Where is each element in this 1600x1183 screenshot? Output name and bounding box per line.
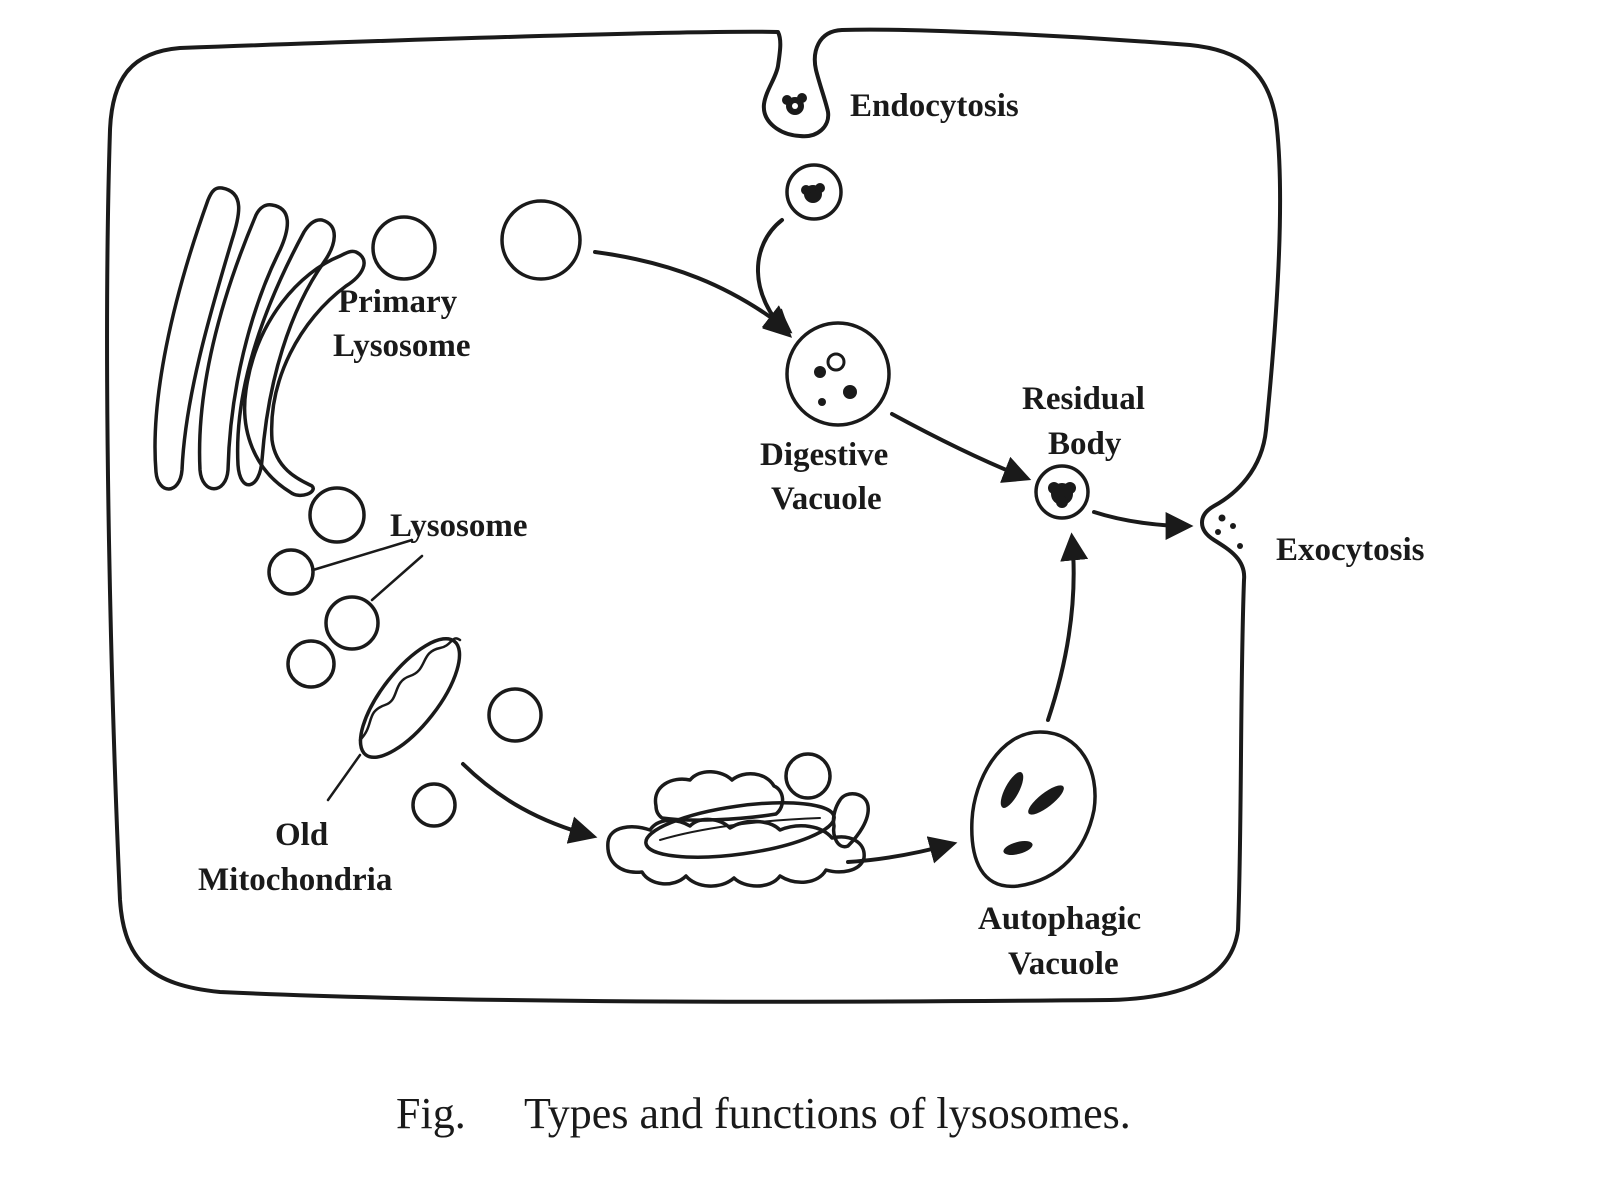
mitochondria-leader-line: [326, 753, 362, 802]
label-old-mitochondria-line1: Old: [275, 817, 328, 853]
mitochondrion-fusion-cluster: [606, 752, 870, 888]
primary-lysosome-vesicle: [371, 215, 437, 281]
autophagic-vacuole: [970, 730, 1097, 889]
endocytic-vesicle: [785, 163, 843, 221]
lysosome-6: [411, 782, 457, 828]
primary-lysosome-large: [500, 199, 582, 281]
figure-caption-prefix: Fig.: [396, 1089, 466, 1138]
golgi-apparatus: [153, 186, 366, 498]
residual-body: [1034, 464, 1090, 520]
arrow-residual-to-exocytosis: [1092, 510, 1194, 540]
label-residual-body-line1: Residual: [1022, 381, 1145, 417]
arrow-mitochondrion-to-fusion: [461, 762, 598, 844]
cell-membrane: [105, 27, 1283, 1004]
arrow-endocytosis-to-digestive-vacuole: [756, 218, 793, 338]
label-exocytosis: Exocytosis: [1276, 532, 1425, 568]
arrow-digestive-to-residual-body: [890, 412, 1032, 483]
label-endocytosis: Endocytosis: [850, 88, 1019, 124]
label-autophagic-vacuole-line2: Vacuole: [1008, 946, 1119, 982]
label-digestive-vacuole-line1: Digestive: [760, 437, 888, 473]
lysosome-leader-line-2: [370, 554, 424, 602]
lysosome-leader-line-1: [311, 538, 414, 572]
label-old-mitochondria-line2: Mitochondria: [198, 862, 392, 898]
endocytic-particle-icon: [782, 93, 807, 115]
arrow-fusion-to-autophagic-vacuole: [846, 836, 958, 864]
label-autophagic-vacuole-line1: Autophagic: [978, 901, 1141, 937]
lysosome-3: [324, 595, 380, 651]
lysosome-1: [308, 486, 366, 544]
lysosome-5: [487, 687, 543, 743]
label-digestive-vacuole-line2: Vacuole: [771, 481, 882, 517]
label-primary-lysosome-line2: Lysosome: [333, 328, 471, 364]
label-residual-body-line2: Body: [1048, 426, 1122, 462]
old-mitochondrion: [358, 636, 462, 760]
lysosome-4: [286, 639, 336, 689]
digestive-vacuole: [785, 321, 891, 427]
figure-caption-text: Types and functions of lysosomes.: [524, 1089, 1131, 1138]
lysosome-2: [267, 548, 315, 596]
label-primary-lysosome-line1: Primary: [338, 284, 458, 320]
label-lysosome: Lysosome: [390, 508, 528, 544]
arrow-autophagic-to-residual-body: [1046, 532, 1089, 722]
exocytosis-particles-icon: [1215, 514, 1243, 549]
